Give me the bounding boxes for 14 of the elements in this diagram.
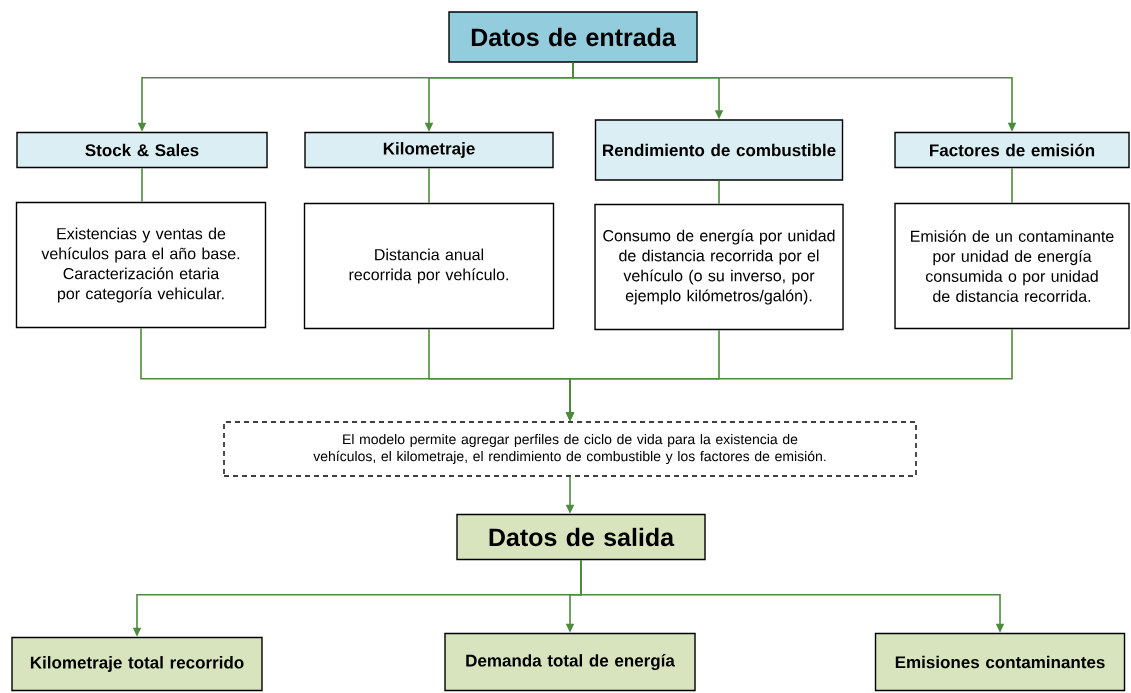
description-box: Consumo de energía por unidad de distancia recorrida por el vehículo (o su inverso, por ejemplo kilómetros/galón). [594,203,844,331]
category-box: Factores de emisión [894,131,1130,169]
category-box: Stock & Sales [16,131,268,169]
output-box: Kilometraje total recorrido [11,636,263,692]
output-box: Emisiones contaminantes [874,632,1126,692]
description-box: Distancia anual recorrida por vehículo. [303,202,555,330]
heading-box: Datos de entrada [448,11,698,63]
heading-box: Datos de salida [456,513,706,561]
category-box: Rendimiento de combustible [594,119,844,181]
description-box: Emisión de un contaminante por unidad de energía consumida o por unidad de distancia recorrida. [894,202,1130,330]
note-box: El modelo permite agregar perfiles de ciclo de vida para la existencia de vehículos, el kilometraje, el rendimiento de combustible y los factores de emisión. [223,421,917,477]
output-box: Demanda total de energía [444,632,696,692]
description-box: Existencias y ventas de vehículos para el año base. Caracterización etaria por categoría vehicular. [15,201,267,329]
category-box: Kilometraje [304,131,554,169]
